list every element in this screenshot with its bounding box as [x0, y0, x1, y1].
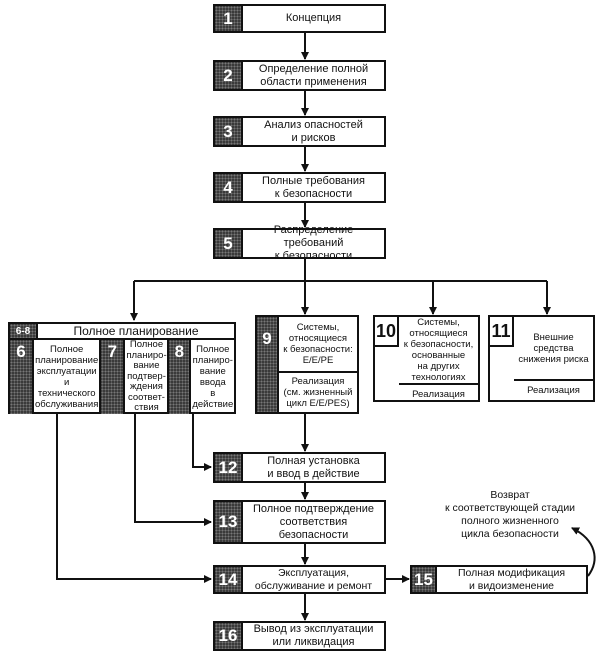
- step-1-box[interactable]: 1 Концепция: [213, 4, 386, 33]
- step-number: 4: [215, 174, 243, 201]
- step-label: Определение полной области применения: [258, 62, 369, 88]
- step-9-box[interactable]: 9 Системы, относящиеся к безопасности: E…: [255, 315, 359, 414]
- step-label: Полное подтверждение соответствия безопа…: [252, 502, 375, 541]
- step-label: Распределение требований к безопасности: [273, 224, 354, 262]
- step-number: 3: [215, 118, 243, 145]
- implementation-label: Реализация: [527, 385, 580, 396]
- step-number: 14: [215, 567, 243, 592]
- step-number: 9: [257, 317, 279, 412]
- step-label: Полная установка и ввод в действие: [267, 454, 360, 480]
- step-3-box[interactable]: 3 Анализ опасностей и рисков: [213, 116, 386, 147]
- step-number: 11: [490, 317, 514, 347]
- step-2-box[interactable]: 2 Определение полной области применения: [213, 60, 386, 91]
- step-label: Эксплуатация, обслуживание и ремонт: [254, 566, 373, 592]
- edge-15-return: [571, 527, 596, 577]
- step-label: Системы, относящиеся к безопасности: E/E…: [279, 317, 357, 373]
- step-12-box[interactable]: 12 Полная установка и ввод в действие: [213, 452, 386, 483]
- step-15-box[interactable]: 15 Полная модификация и видоизменение: [410, 565, 588, 594]
- step-label: Концепция: [285, 12, 342, 24]
- step-label: Полное планиро- вание подтвер- ждения со…: [126, 339, 167, 413]
- step-16-box[interactable]: 16 Вывод из эксплуатации или ликвидация: [213, 621, 386, 651]
- step-13-box[interactable]: 13 Полное подтверждение соответствия без…: [213, 500, 386, 544]
- edge-7-13: [134, 413, 212, 526]
- edge-8-12: [192, 413, 212, 471]
- step-label: Внешние средства снижения риска: [514, 317, 593, 381]
- return-note: Возврат к соответствующей стадии полного…: [444, 489, 576, 540]
- step-number: 16: [215, 623, 243, 649]
- step-label: Анализ опасностей и рисков: [264, 118, 363, 144]
- edge-6-14: [56, 413, 212, 583]
- step-number: 1: [215, 6, 243, 31]
- planning-group-box[interactable]: 6-8 Полное планирование 6 Полное планиро…: [8, 322, 236, 414]
- step-label: Полная модификация и видоизменение: [457, 566, 566, 592]
- step-label: Полные требования к безопасности: [262, 174, 365, 200]
- step-number: 13: [215, 502, 243, 542]
- step-label: Полное планирование эксплуатации и техни…: [35, 343, 99, 410]
- step-number: 6: [10, 340, 34, 414]
- step-number: 15: [412, 567, 437, 592]
- step-number: 8: [169, 340, 192, 414]
- step-number: 12: [215, 454, 243, 481]
- group-number: 6-8: [10, 324, 38, 338]
- step-number: 10: [375, 317, 399, 347]
- planning-group-header: 6-8 Полное планирование: [10, 324, 234, 340]
- step-10-box[interactable]: 10 Системы, относящиеся к безопасности, …: [373, 315, 480, 402]
- step-label: Полное планиро- вание ввода в действие: [192, 343, 234, 410]
- step-11-box[interactable]: 11 Внешние средства снижения риска Реали…: [488, 315, 595, 402]
- implementation-label: Реализация: [412, 389, 465, 400]
- step-14-box[interactable]: 14 Эксплуатация, обслуживание и ремонт: [213, 565, 386, 594]
- step-number: 5: [215, 230, 243, 257]
- step-7-box[interactable]: 7 Полное планиро- вание подтвер- ждения …: [101, 339, 170, 414]
- step-number: 7: [101, 340, 126, 414]
- group-label: Полное планирование: [73, 324, 199, 338]
- step-label: Системы, относящиеся к безопасности, осн…: [399, 317, 478, 385]
- step-4-box[interactable]: 4 Полные требования к безопасности: [213, 172, 386, 203]
- implementation-label: Реализация (см. жизненный цикл E/E/PES): [283, 376, 353, 409]
- step-label: Вывод из эксплуатации или ликвидация: [253, 623, 374, 648]
- step-5-box[interactable]: 5 Распределение требований к безопасност…: [213, 224, 386, 262]
- step-6-box[interactable]: 6 Полное планирование эксплуатации и тех…: [10, 340, 102, 414]
- step-number: 2: [215, 62, 243, 89]
- step-8-box[interactable]: 8 Полное планиро- вание ввода в действие: [169, 340, 234, 414]
